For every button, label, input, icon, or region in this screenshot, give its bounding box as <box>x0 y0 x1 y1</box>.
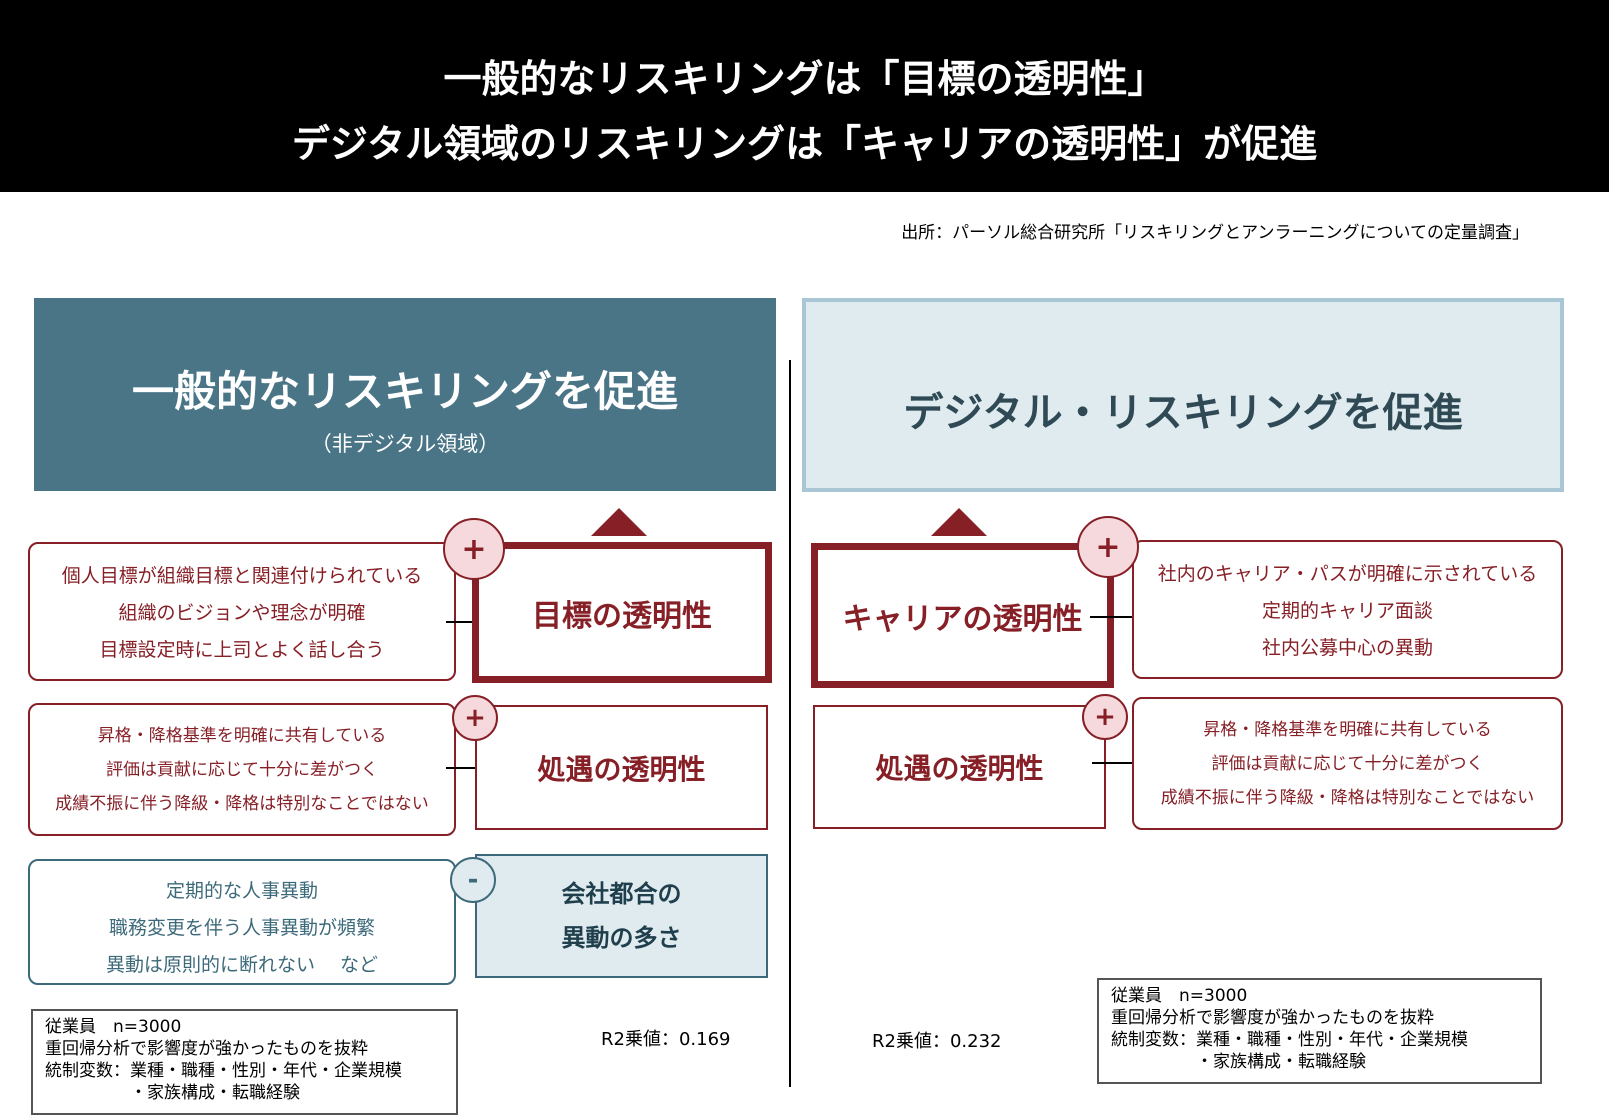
plus-sign-icon: + <box>1082 694 1128 740</box>
list-item: 目標設定時に上司とよく話し合う <box>99 639 385 661</box>
list-item: 評価は貢献に応じて十分に差がつく <box>106 760 378 780</box>
left-treatment-items-box: 昇格・降格基準を明確に共有している 評価は貢献に応じて十分に差がつく 成績不振に… <box>28 703 456 836</box>
list-item: 定期的キャリア面談 <box>1261 600 1433 622</box>
right-note-box: 従業員 n=3000 重回帰分析で影響度が強かったものを抜粋 統制変数：業種・職… <box>1097 978 1542 1084</box>
list-item: 成績不振に伴う降級・降格は特別なことではない <box>55 794 429 814</box>
company-transfer-label-line1: 会社都合の <box>561 880 682 908</box>
right-up-arrow-icon <box>931 508 987 536</box>
left-panel: 一般的なリスキリングを促進 （非デジタル領域） <box>34 298 776 491</box>
connector-line <box>1090 616 1142 618</box>
connector-line <box>1092 762 1142 764</box>
plus-sign-icon: + <box>452 695 498 741</box>
right-panel-title: デジタル・リスキリングを促進 <box>903 390 1463 436</box>
list-item: 昇格・降格基準を明確に共有している <box>1203 720 1492 740</box>
list-item: 成績不振に伴う降級・降格は特別なことではない <box>1160 788 1535 808</box>
right-treatment-transparency-box: 処遇の透明性 <box>813 705 1106 829</box>
company-transfer-label-line2: 異動の多さ <box>561 924 682 952</box>
left-company-transfer-box: 会社都合の 異動の多さ <box>475 854 768 978</box>
note-line: ・家族構成・転職経験 <box>1111 1052 1366 1072</box>
plus-sign-icon: + <box>1077 516 1139 578</box>
note-line: ・家族構成・転職経験 <box>45 1083 300 1103</box>
left-goal-transparency-box: 目標の透明性 <box>472 542 772 683</box>
note-line: 統制変数：業種・職種・性別・年代・企業規模 <box>1111 1030 1468 1050</box>
right-career-items-box: 社内のキャリア・パスが明確に示されている 定期的キャリア面談 社内公募中心の異動 <box>1132 540 1563 679</box>
list-item: 社内公募中心の異動 <box>1261 637 1433 659</box>
left-goal-items-box: 個人目標が組織目標と関連付けられている 組織のビジョンや理念が明確 目標設定時に… <box>28 542 456 681</box>
left-r2-value: R2乗値：0.169 <box>601 1029 731 1050</box>
connector-line <box>446 621 496 623</box>
left-up-arrow-icon <box>591 508 647 536</box>
right-panel: デジタル・リスキリングを促進 <box>802 298 1564 492</box>
list-item: 職務変更を伴う人事異動が頻繁 <box>108 917 375 939</box>
note-line: 重回帰分析で影響度が強かったものを抜粋 <box>45 1039 368 1059</box>
list-item: 評価は貢献に応じて十分に差がつく <box>1211 754 1484 774</box>
left-panel-subtitle: （非デジタル領域） <box>310 432 500 456</box>
right-treatment-items-box: 昇格・降格基準を明確に共有している 評価は貢献に応じて十分に差がつく 成績不振に… <box>1132 697 1563 830</box>
list-item: 昇格・降格基準を明確に共有している <box>97 726 387 746</box>
list-item: 組織のビジョンや理念が明確 <box>118 602 366 624</box>
header-title-line1: 一般的なリスキリングは「目標の透明性」 <box>443 57 1166 101</box>
note-line: 重回帰分析で影響度が強かったものを抜粋 <box>1111 1008 1434 1028</box>
right-r2-value: R2乗値：0.232 <box>872 1031 1002 1052</box>
left-treatment-transparency-box: 処遇の透明性 <box>475 705 768 830</box>
right-career-transparency-box: キャリアの透明性 <box>811 543 1114 688</box>
plus-sign-icon: + <box>443 518 505 580</box>
source-caption: 出所：パーソル総合研究所「リスキリングとアンラーニングについての定量調査」 <box>901 223 1529 243</box>
note-line: 従業員 n=3000 <box>45 1017 182 1037</box>
list-item: 個人目標が組織目標と関連付けられている <box>61 565 423 587</box>
minus-sign-icon: - <box>450 857 496 903</box>
list-item: 異動は原則的に断れない など <box>105 954 379 976</box>
connector-line <box>446 767 496 769</box>
left-panel-title: 一般的なリスキリングを促進 <box>131 367 678 416</box>
list-item: 定期的な人事異動 <box>165 880 318 902</box>
list-item: 社内のキャリア・パスが明確に示されている <box>1157 563 1538 585</box>
header-title-line2: デジタル領域のリスキリングは「キャリアの透明性」が促進 <box>291 122 1318 166</box>
note-line: 統制変数：業種・職種・性別・年代・企業規模 <box>45 1061 402 1081</box>
header-banner: 一般的なリスキリングは「目標の透明性」 デジタル領域のリスキリングは「キャリアの… <box>0 0 1609 192</box>
note-line: 従業員 n=3000 <box>1111 986 1248 1006</box>
left-note-box: 従業員 n=3000 重回帰分析で影響度が強かったものを抜粋 統制変数：業種・職… <box>31 1009 458 1115</box>
center-divider <box>789 360 791 1087</box>
left-transfer-items-box: 定期的な人事異動 職務変更を伴う人事異動が頻繁 異動は原則的に断れない など <box>28 859 456 985</box>
